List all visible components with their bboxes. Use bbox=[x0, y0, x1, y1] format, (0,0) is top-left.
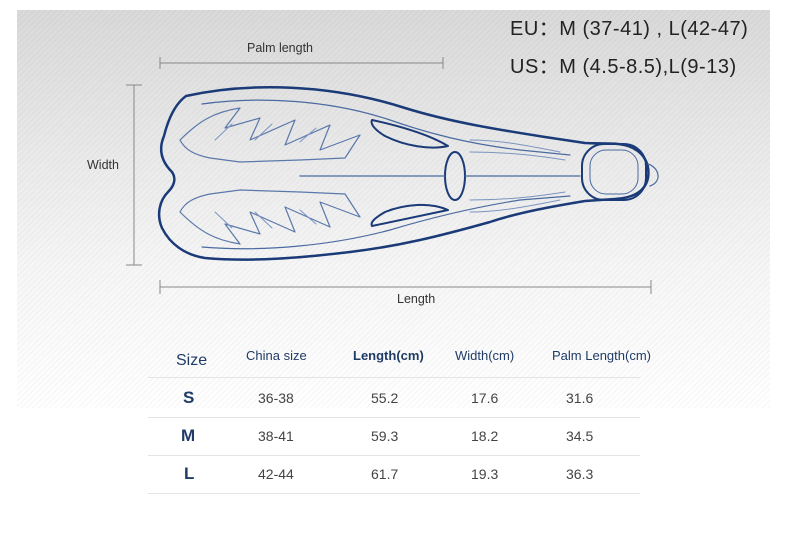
table-row: S 36-38 55.2 17.6 31.6 bbox=[148, 379, 640, 418]
header-divider bbox=[148, 377, 640, 378]
header-size: Size bbox=[176, 352, 208, 369]
length-cell: 61.7 bbox=[371, 466, 399, 482]
table-row: M 38-41 59.3 18.2 34.5 bbox=[148, 417, 640, 456]
palm-length-label: Palm length bbox=[247, 41, 314, 55]
palm-length-cell: 36.3 bbox=[566, 466, 594, 482]
header-china-size: China size bbox=[246, 348, 307, 363]
width-cell: 17.6 bbox=[471, 390, 499, 406]
palm-length-cell: 34.5 bbox=[566, 428, 594, 444]
width-label: Width bbox=[87, 158, 119, 172]
length-label: Length bbox=[397, 292, 436, 306]
header-palm-length: Palm Length(cm) bbox=[552, 348, 651, 363]
header-length: Length(cm) bbox=[353, 348, 424, 363]
width-dimension bbox=[126, 84, 142, 266]
fin-outline bbox=[157, 86, 659, 261]
size-cell: L bbox=[184, 464, 195, 483]
china-size-cell: 38-41 bbox=[258, 428, 294, 444]
size-cell: S bbox=[183, 388, 195, 407]
width-cell: 19.3 bbox=[471, 466, 499, 482]
header-width: Width(cm) bbox=[455, 348, 515, 363]
length-cell: 55.2 bbox=[371, 390, 399, 406]
length-cell: 59.3 bbox=[371, 428, 399, 444]
us-size-note: US：M (4.5-8.5),L(9-13) bbox=[510, 56, 737, 78]
width-cell: 18.2 bbox=[471, 428, 499, 444]
table-row: L 42-44 61.7 19.3 36.3 bbox=[148, 455, 640, 494]
palm-length-dimension bbox=[159, 57, 444, 69]
size-cell: M bbox=[181, 426, 196, 445]
palm-length-cell: 31.6 bbox=[566, 390, 594, 406]
eu-size-note: EU：M (37-41) , L(42-47) bbox=[510, 18, 749, 40]
length-dimension bbox=[159, 280, 652, 294]
china-size-cell: 42-44 bbox=[258, 466, 294, 482]
china-size-cell: 36-38 bbox=[258, 390, 294, 406]
